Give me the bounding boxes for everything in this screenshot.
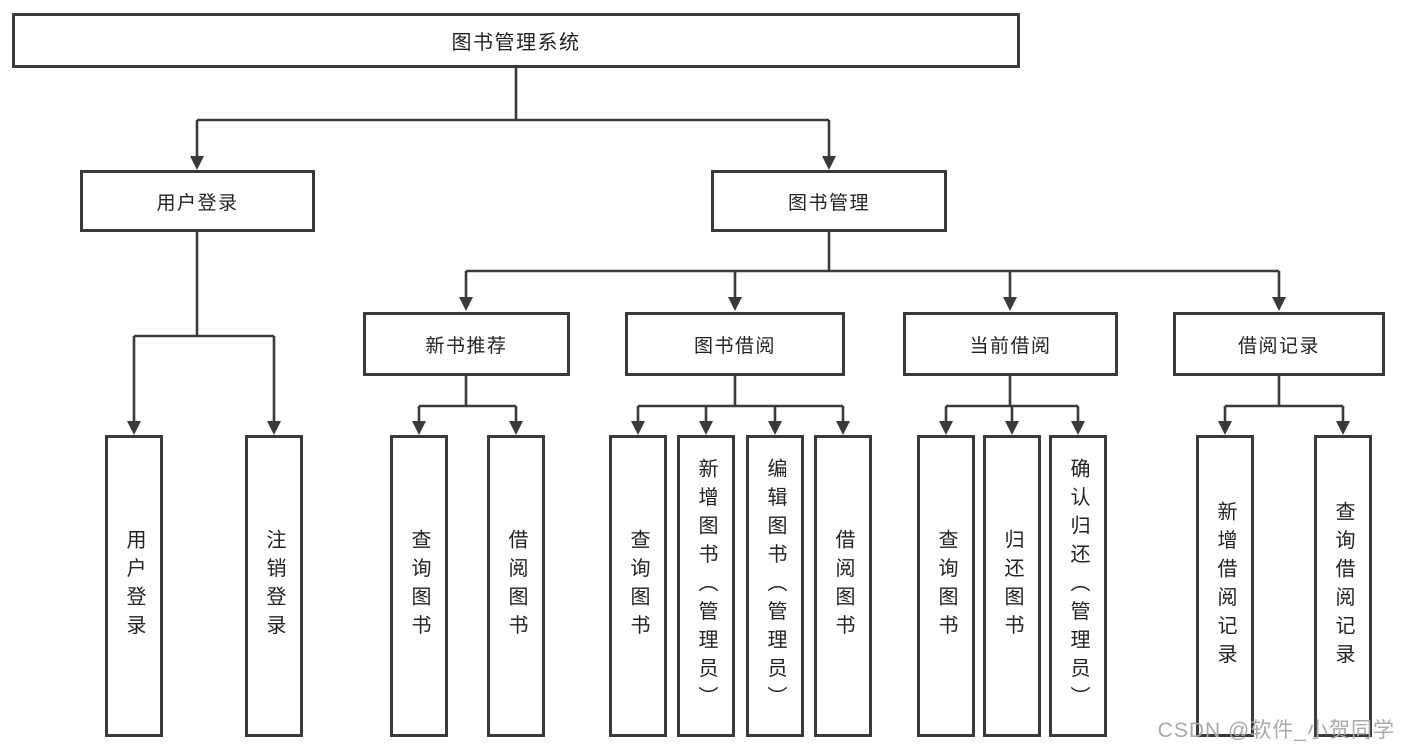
connector-current-borrowing-to-leaves <box>939 376 1085 435</box>
leaf-query-books-current: 查询图书 <box>917 435 975 737</box>
node-label: 当前借阅 <box>969 335 1052 357</box>
node-label: 查询图书 <box>408 529 430 643</box>
leaf-query-books-borrowing: 查询图书 <box>609 435 667 737</box>
node-label: 借阅记录 <box>1237 335 1320 357</box>
node-borrowing-records: 借阅记录 <box>1173 312 1385 376</box>
node-user-login-branch: 用户登录 <box>80 170 315 232</box>
connector-user-login-to-leaves <box>127 232 281 435</box>
node-label: 新书推荐 <box>425 335 508 357</box>
node-label: 图书借阅 <box>693 335 776 357</box>
node-book-management-branch: 图书管理 <box>711 170 947 232</box>
node-label: 图书管理 <box>787 192 870 214</box>
leaf-user-login: 用户登录 <box>105 435 163 737</box>
leaf-query-borrow-record: 查询借阅记录 <box>1314 435 1372 737</box>
node-label: 用户登录 <box>156 192 239 214</box>
leaf-return-books: 归还图书 <box>983 435 1041 737</box>
csdn-watermark: CSDN @软件_小贺同学 <box>1157 719 1395 742</box>
node-label: 编辑图书（管理员） <box>764 457 786 715</box>
connector-root-to-level2 <box>190 68 836 170</box>
leaf-add-book-admin: 新增图书（管理员） <box>677 435 735 737</box>
leaf-add-borrow-record: 新增借阅记录 <box>1196 435 1254 737</box>
node-label: 图书管理系统 <box>451 32 581 54</box>
node-label: 借阅图书 <box>505 529 527 643</box>
node-book-borrowing: 图书借阅 <box>625 312 845 376</box>
node-label: 新增借阅记录 <box>1214 500 1236 672</box>
leaf-borrow-books-recommend: 借阅图书 <box>487 435 545 737</box>
leaf-confirm-return-admin: 确认归还（管理员） <box>1049 435 1107 737</box>
leaf-logout: 注销登录 <box>245 435 303 737</box>
node-label: 注销登录 <box>263 529 285 643</box>
node-label: 借阅图书 <box>832 529 854 643</box>
node-label: 归还图书 <box>1001 529 1023 643</box>
node-label: 用户登录 <box>123 529 145 643</box>
node-label: 查询借阅记录 <box>1332 500 1354 672</box>
leaf-edit-book-admin: 编辑图书（管理员） <box>746 435 804 737</box>
leaf-borrow-books-borrowing: 借阅图书 <box>814 435 872 737</box>
node-current-borrowing: 当前借阅 <box>903 312 1118 376</box>
connector-borrowing-records-to-leaves <box>1218 376 1350 435</box>
connector-book-borrowing-to-leaves <box>631 376 850 435</box>
node-library-management-system: 图书管理系统 <box>12 13 1020 68</box>
node-new-book-recommendation: 新书推荐 <box>363 312 570 376</box>
leaf-query-books-recommend: 查询图书 <box>390 435 448 737</box>
node-label: 确认归还（管理员） <box>1067 457 1089 715</box>
node-label: 查询图书 <box>935 529 957 643</box>
node-label: 查询图书 <box>627 529 649 643</box>
node-label: 新增图书（管理员） <box>695 457 717 715</box>
connector-book-management-to-level3 <box>459 232 1286 311</box>
connector-new-book-recommendation-to-leaves <box>412 376 523 435</box>
